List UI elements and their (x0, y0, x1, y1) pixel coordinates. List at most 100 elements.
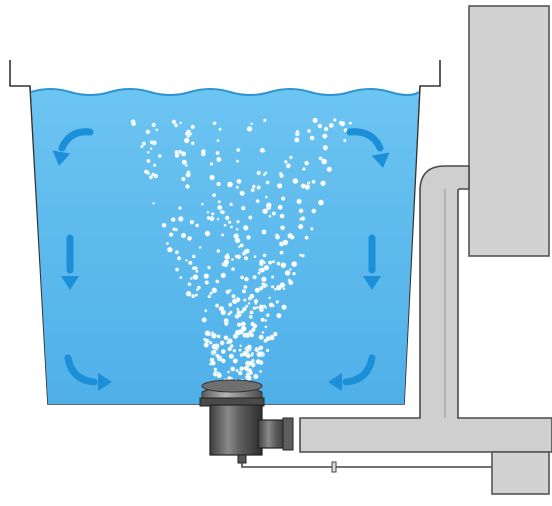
bubble (210, 360, 216, 366)
bubble (246, 344, 252, 350)
bubble (259, 369, 263, 373)
bubble (209, 161, 214, 166)
bubble (229, 225, 234, 229)
bubble (263, 338, 268, 343)
bubble (262, 253, 267, 258)
bubble (255, 359, 261, 365)
bubble (257, 271, 261, 275)
bubble (215, 279, 220, 284)
water-surface (30, 88, 420, 96)
bubble (245, 374, 252, 381)
bubble (191, 254, 196, 259)
bubble (296, 198, 302, 205)
bubble (282, 239, 289, 246)
bubble (264, 306, 268, 309)
bubble (236, 147, 241, 153)
bubble (211, 343, 218, 350)
bubble (223, 321, 229, 326)
bubble (220, 349, 226, 355)
bubble (276, 312, 282, 319)
bubble (209, 174, 215, 181)
bubble (206, 215, 211, 220)
bubble (210, 212, 215, 216)
bubble (280, 196, 286, 201)
bubble (244, 248, 250, 254)
bubble (243, 298, 247, 302)
bubble (294, 137, 300, 143)
bubble (170, 217, 176, 223)
bubble (235, 159, 240, 163)
bubble (271, 260, 276, 264)
bubble (292, 271, 296, 276)
bubble (234, 237, 241, 244)
bubble (252, 276, 256, 279)
bubble (249, 332, 255, 338)
bubble (173, 123, 179, 128)
bubble (236, 307, 240, 311)
bubble (304, 235, 309, 240)
circulation-arrow-right-middle (363, 234, 381, 290)
bubble (149, 147, 153, 151)
bubble (174, 267, 180, 272)
bubble (269, 334, 275, 341)
bubble (328, 122, 334, 129)
circulation-arrow-left-bottom (64, 354, 112, 391)
arrow-shaft (64, 354, 98, 386)
bubble (148, 175, 153, 180)
bubble (274, 233, 279, 238)
bubble (172, 227, 177, 232)
bubble (244, 276, 249, 282)
bubble (321, 158, 328, 165)
bubble (275, 299, 280, 304)
bubble (227, 346, 232, 352)
bubble (204, 280, 210, 285)
bubble (189, 276, 193, 280)
bubble (273, 287, 278, 291)
bubble (208, 340, 213, 345)
bubble (256, 185, 261, 190)
bubble (250, 327, 256, 333)
bubble (323, 126, 329, 132)
bubble (229, 344, 234, 349)
bubble (292, 177, 299, 184)
bubble (206, 210, 210, 214)
bubble (264, 195, 268, 199)
bubble (165, 241, 169, 246)
bubble (252, 306, 257, 311)
bubble (178, 206, 182, 210)
bubble (195, 288, 199, 292)
bubble (201, 317, 207, 323)
bubble (276, 182, 283, 189)
bubble (332, 118, 337, 122)
bubble (207, 265, 211, 270)
bubble (200, 148, 206, 154)
bubble (265, 348, 270, 353)
bubble (289, 235, 295, 240)
bubble (187, 260, 193, 266)
bubble (228, 353, 235, 359)
bubble (131, 121, 137, 127)
bubble (301, 253, 306, 258)
bubble (186, 235, 192, 241)
bubble (259, 267, 266, 273)
bubble (295, 129, 300, 134)
bubble (278, 171, 283, 176)
bubble (216, 139, 220, 143)
bubble (265, 202, 272, 209)
bubble (298, 208, 304, 214)
bubble (186, 170, 191, 175)
bubble (320, 180, 326, 187)
bubble (216, 217, 220, 221)
bubble (184, 163, 188, 167)
bubble (191, 294, 196, 299)
bubble (216, 248, 221, 253)
bubble (219, 210, 223, 214)
bubble (171, 119, 177, 125)
bubble (230, 267, 235, 272)
bubble (223, 259, 230, 266)
bubble (291, 261, 298, 268)
bubble (284, 270, 291, 276)
bubble (236, 310, 242, 315)
arrow-shaft (346, 128, 384, 152)
bubble (258, 334, 264, 340)
